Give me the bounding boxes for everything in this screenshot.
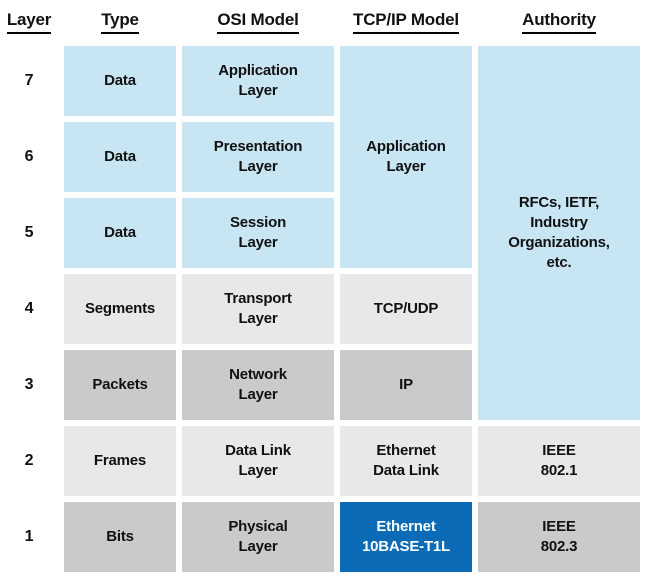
osi-cell-transport: Transport Layer [182, 274, 334, 344]
osi-cell-network: Network Layer [182, 350, 334, 420]
osi-cell-data-link: Data Link Layer [182, 426, 334, 496]
layer-number-3: 3 [24, 376, 34, 394]
layer-number-1: 1 [24, 528, 34, 546]
table-grid: 7 6 5 4 3 2 1 Data Data Data Segments Pa… [0, 46, 648, 572]
authority-cell-ieee-8023: IEEE 802.3 [478, 502, 640, 572]
tcpip-cell-ip: IP [340, 350, 472, 420]
header-authority-label: Authority [522, 10, 596, 34]
header-type: Type [64, 10, 176, 34]
type-cell-layer5: Data [64, 198, 176, 268]
osi-cell-presentation: Presentation Layer [182, 122, 334, 192]
type-cell-layer3: Packets [64, 350, 176, 420]
header-type-label: Type [101, 10, 139, 34]
layer-number-6: 6 [24, 148, 34, 166]
layer-number-4: 4 [24, 300, 34, 318]
header-osi-model-label: OSI Model [217, 10, 299, 34]
osi-cell-application: Application Layer [182, 46, 334, 116]
authority-cell-rfcs-ietf: RFCs, IETF, Industry Organizations, etc. [478, 46, 640, 420]
layer-number-2: 2 [24, 452, 34, 470]
osi-cell-session: Session Layer [182, 198, 334, 268]
authority-cell-ieee-8021: IEEE 802.1 [478, 426, 640, 496]
header-authority: Authority [478, 10, 640, 34]
layer-number-7: 7 [24, 72, 34, 90]
layer-number-5: 5 [24, 224, 34, 242]
header-tcpip-model-label: TCP/IP Model [353, 10, 459, 34]
osi-cell-physical: Physical Layer [182, 502, 334, 572]
header-layer-label: Layer [6, 10, 51, 34]
type-cell-layer2: Frames [64, 426, 176, 496]
header-tcpip-model: TCP/IP Model [340, 10, 472, 34]
type-cell-layer6: Data [64, 122, 176, 192]
tcpip-cell-ethernet-datalink: Ethernet Data Link [340, 426, 472, 496]
type-cell-layer1: Bits [64, 502, 176, 572]
tcpip-cell-ethernet-10base-t1l: Ethernet 10BASE-T1L [340, 502, 472, 572]
type-cell-layer7: Data [64, 46, 176, 116]
type-cell-layer4: Segments [64, 274, 176, 344]
header-layer: Layer [0, 10, 58, 34]
tcpip-cell-tcp-udp: TCP/UDP [340, 274, 472, 344]
tcpip-cell-application: Application Layer [340, 46, 472, 268]
header-row: Layer Type OSI Model TCP/IP Model Author… [0, 0, 648, 46]
header-osi-model: OSI Model [182, 10, 334, 34]
